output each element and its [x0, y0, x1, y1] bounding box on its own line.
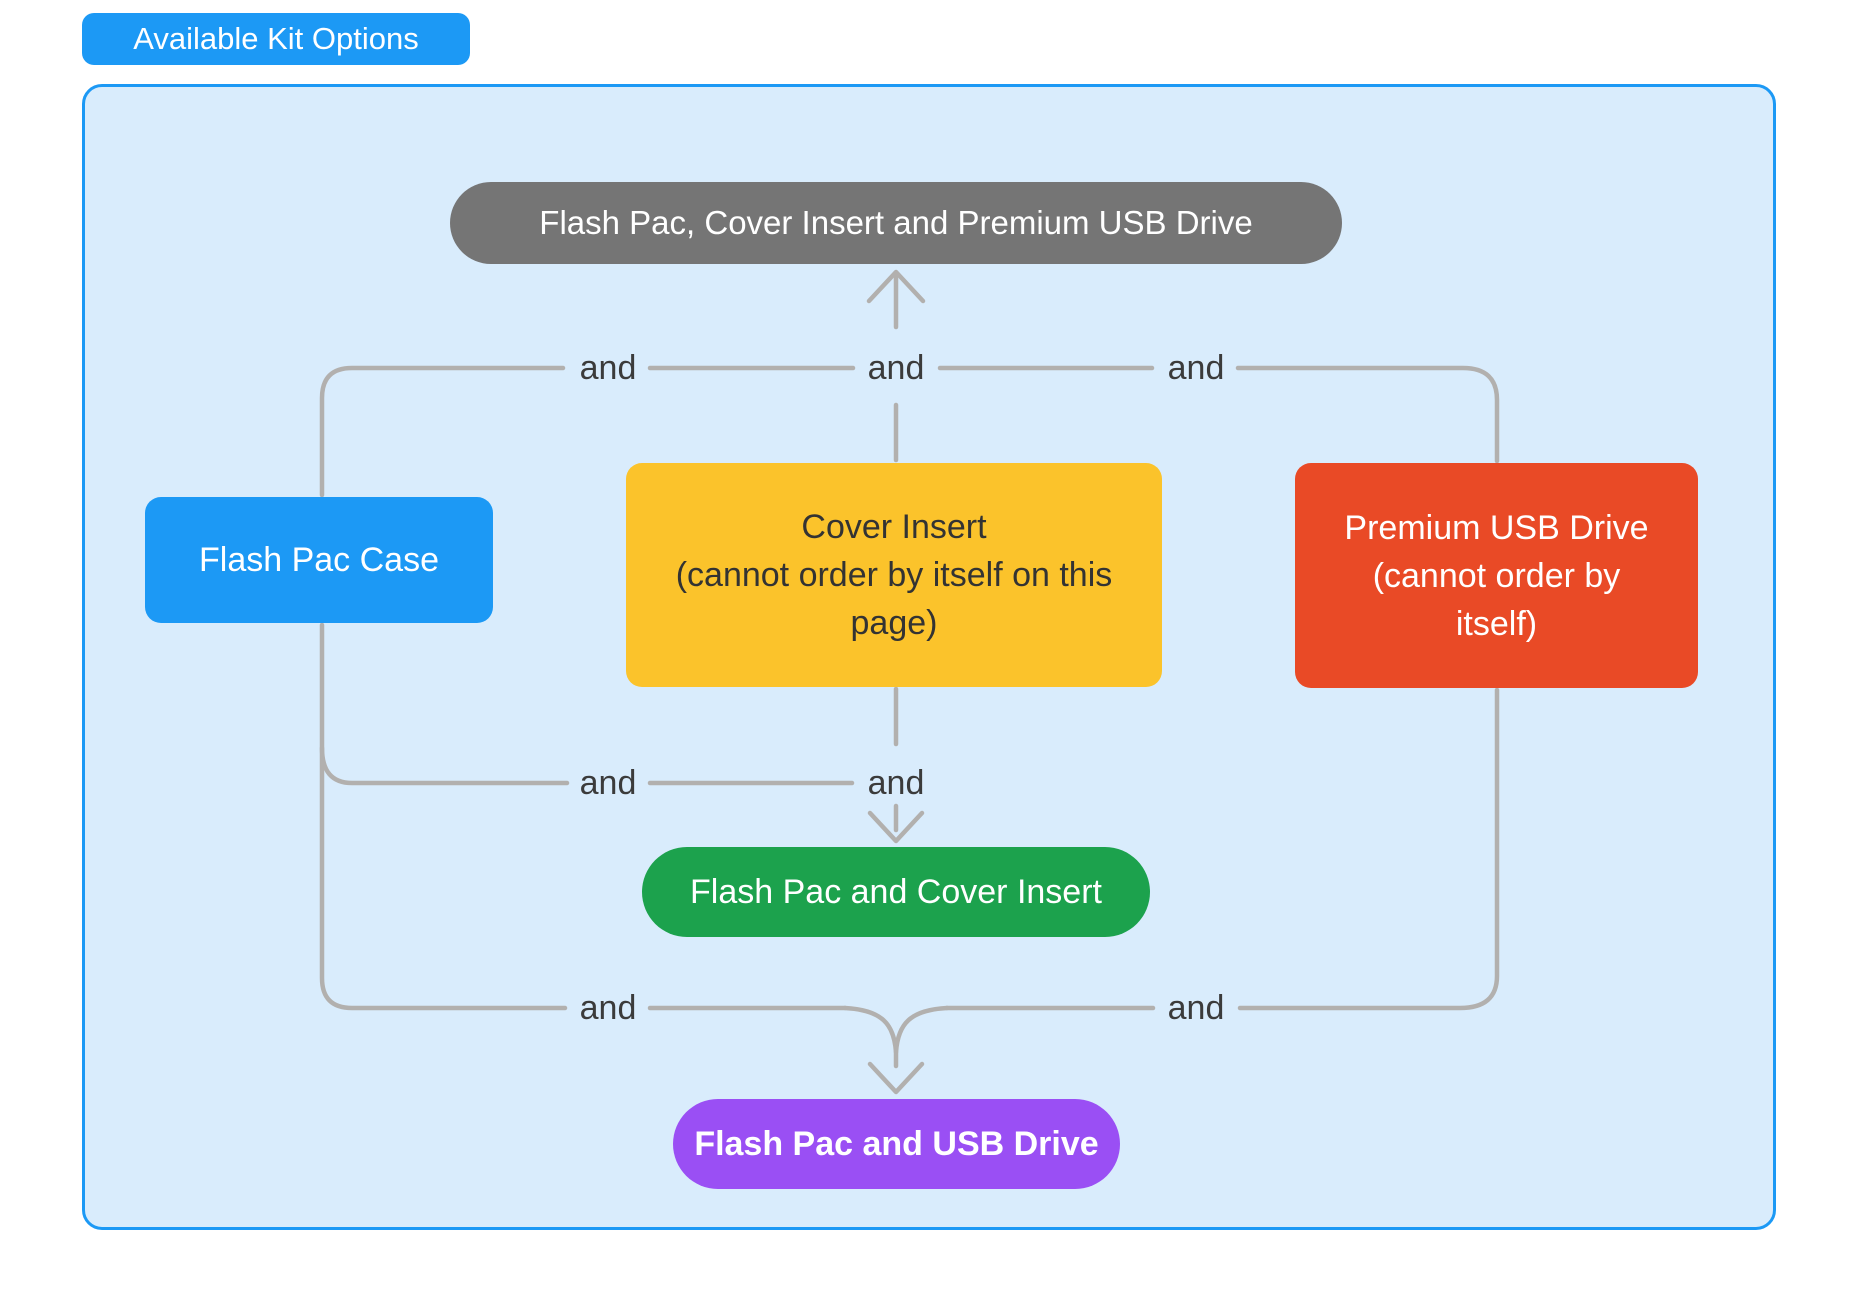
node-flash-pac-cover-insert-premium-usb: Flash Pac, Cover Insert and Premium USB …: [450, 182, 1342, 264]
node-label: Flash Pac and USB Drive: [694, 1125, 1099, 1163]
node-label: Flash Pac, Cover Insert and Premium USB …: [539, 204, 1253, 241]
node-label: Flash Pac and Cover Insert: [690, 873, 1102, 911]
node-label-line: Cover Insert: [801, 508, 987, 546]
node-flash-pac-and-usb-drive: Flash Pac and USB Drive: [673, 1099, 1120, 1189]
node-label-line: (cannot order by: [1372, 556, 1621, 595]
diagram-title-badge: Available Kit Options: [82, 13, 470, 65]
edge-label-and: and: [1167, 989, 1225, 1027]
edge-label-and: and: [867, 764, 925, 802]
edge-label-and: and: [1167, 349, 1225, 387]
edge-label-and: and: [579, 349, 637, 387]
node-label-line: itself): [1455, 604, 1538, 643]
node-label: Flash Pac Case: [199, 541, 439, 579]
edge-label-and: and: [867, 349, 925, 387]
edge-label-and: and: [579, 764, 637, 802]
node-label-line: page): [850, 604, 938, 642]
node-premium-usb-drive: Premium USB Drive (cannot order by itsel…: [1295, 463, 1698, 688]
node-label-line: Premium USB Drive: [1344, 508, 1649, 547]
edge-label-and: and: [579, 989, 637, 1027]
node-cover-insert: Cover Insert (cannot order by itself on …: [626, 463, 1162, 687]
node-flash-pac-and-cover-insert: Flash Pac and Cover Insert: [642, 847, 1150, 937]
node-label-line: (cannot order by itself on this: [675, 556, 1113, 594]
node-flash-pac-case: Flash Pac Case: [145, 497, 493, 623]
